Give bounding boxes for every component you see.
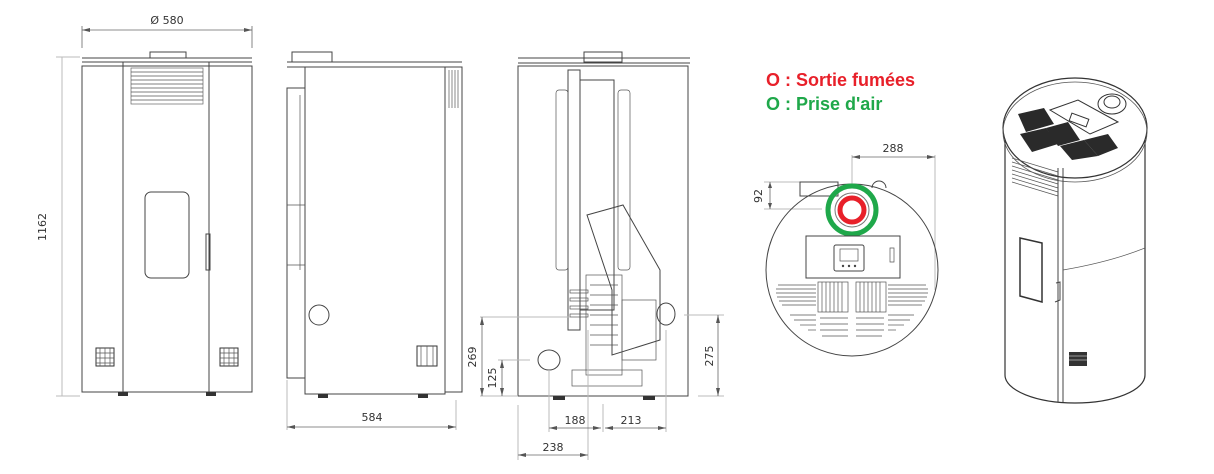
flue-outlet-ring: [837, 195, 867, 225]
dim-275-label: 275: [703, 346, 716, 367]
rear-view: 269 125 275 188 213 238: [466, 51, 724, 460]
rear-outlet-right: [656, 302, 676, 326]
dim-125-label: 125: [486, 368, 499, 389]
side-air-intake: [308, 304, 330, 326]
dim-height-label: 1162: [36, 213, 49, 241]
top-view: 288 92: [752, 142, 939, 357]
front-grille: [130, 67, 204, 105]
dim-238-label: 238: [543, 441, 564, 454]
3d-view: [1002, 77, 1148, 404]
front-view: Ø 580 1162: [36, 14, 253, 397]
rear-outlet-left: [537, 349, 561, 371]
dim-188-label: 188: [565, 414, 586, 427]
dim-288-label: 288: [883, 142, 904, 155]
dim-213-label: 213: [621, 414, 642, 427]
legend-air-intake: O : Prise d'air: [766, 94, 882, 114]
legend: O : Sortie fumées O : Prise d'air: [766, 70, 915, 114]
dim-width-label: Ø 580: [150, 14, 183, 27]
side-view: 584: [286, 51, 463, 430]
dim-92-label: 92: [752, 189, 765, 203]
door-window: [144, 191, 190, 279]
air-intake-ring: [825, 183, 879, 237]
control-panel: [805, 235, 901, 279]
legend-flue-outlet: O : Sortie fumées: [766, 70, 915, 90]
dim-269-label: 269: [466, 347, 479, 368]
top-grilles: [776, 281, 928, 337]
dim-depth-label: 584: [362, 411, 383, 424]
